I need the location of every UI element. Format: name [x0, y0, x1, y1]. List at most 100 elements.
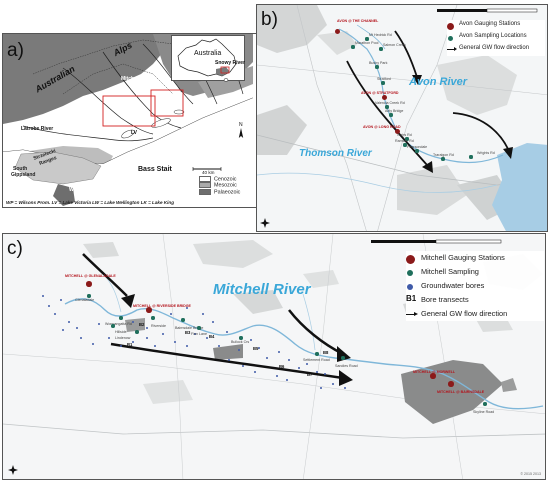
- legend-avon-gauging-label: Avon Gauging Stations: [459, 21, 521, 27]
- panel-c-letter: c): [7, 238, 23, 259]
- groundwater-bore-marker: [211, 320, 215, 324]
- label-wp: WP: [69, 187, 78, 193]
- legend-mitchell-sampling: Mitchell Sampling: [406, 265, 544, 279]
- avon-site-label: Airly Bridge: [385, 109, 404, 113]
- avon-gauging-station-marker: [381, 94, 387, 100]
- groundwater-bore-marker: [153, 344, 157, 348]
- label-snowy-river: Snowy River: [215, 60, 246, 66]
- legend-mitchell-gauging-label: Mitchell Gauging Stations: [421, 253, 505, 262]
- legend-mitchell-gauging: Mitchell Gauging Stations: [406, 251, 544, 265]
- mitchell-site-label: Settlement Road: [303, 358, 330, 362]
- groundwater-bore-marker: [97, 322, 101, 326]
- avon-sampling-marker: [379, 47, 383, 51]
- flow-arrowhead-icon: [414, 312, 418, 316]
- bore-transect-label: B4: [209, 334, 215, 339]
- legend-avon-sampling: Avon Sampling Locations: [447, 32, 545, 44]
- bore-transect-label: B8: [323, 350, 329, 355]
- swatch-mesozoic: [199, 182, 211, 189]
- mitchell-sampling-marker: [315, 352, 319, 356]
- groundwater-bore-dot-icon: [407, 284, 413, 290]
- avon-sampling-marker: [405, 137, 409, 141]
- groundwater-bore-marker: [47, 304, 51, 308]
- bore-transect-symbol: B1: [406, 294, 417, 303]
- avon-sampling-marker: [365, 37, 369, 41]
- mitchell-sampling-marker: [341, 356, 345, 360]
- groundwater-bore-marker: [61, 328, 65, 332]
- legend-cenozoic: Cenozoic: [199, 176, 240, 182]
- groundwater-bore-marker: [79, 336, 83, 340]
- groundwater-bore-marker: [277, 350, 281, 354]
- label-south-gippsland-1: South: [13, 166, 28, 172]
- swatch-cenozoic: [199, 176, 211, 182]
- avon-site-label: Salmon Creek: [383, 43, 406, 47]
- panel-a-geology-map: a) Australia Alps Australian Mitchell Ri…: [2, 33, 257, 208]
- legend-avon-flow: General GW flow direction: [447, 44, 545, 56]
- avon-site-label: Mt Hedrick Rd: [369, 33, 392, 37]
- sampling-location-dot-icon: [448, 36, 453, 41]
- groundwater-bore-marker: [287, 358, 291, 362]
- bore-transect-label: B2: [139, 322, 145, 327]
- avon-sampling-marker: [415, 149, 419, 153]
- legend-groundwater-bores-label: Groundwater bores: [421, 281, 485, 290]
- map-copyright: © 2015 2013: [520, 472, 541, 476]
- bore-transect-label: B7: [307, 372, 313, 377]
- mitchell-site-label: Bairnsdale Bridge: [175, 326, 204, 330]
- flow-arrow-icon: [447, 49, 455, 50]
- label-latrobe-river: Latrobe River: [21, 126, 54, 132]
- legend-palaeozoic-label: Palaeozoic: [214, 189, 241, 196]
- groundwater-bore-marker: [319, 386, 323, 390]
- groundwater-bore-marker: [67, 320, 71, 324]
- label-mitchell-river: Mitchell River: [121, 76, 154, 82]
- label-thomson-river-b: Thomson River: [299, 148, 372, 159]
- mitchell-site-label: Riverside: [151, 324, 166, 328]
- groundwater-bore-marker: [75, 326, 79, 330]
- groundwater-bore-marker: [253, 370, 257, 374]
- bore-transect-label: B1: [127, 342, 133, 347]
- groundwater-bore-marker: [305, 362, 309, 366]
- mitchell-sampling-marker: [135, 330, 139, 334]
- avon-sampling-marker: [375, 65, 379, 69]
- label-tambo-river: Tambo River: [191, 76, 221, 82]
- groundwater-bore-marker: [119, 344, 123, 348]
- legend-avon-sampling-label: Avon Sampling Locations: [459, 33, 527, 39]
- groundwater-bore-marker: [107, 336, 111, 340]
- avon-site-label: AVON @ LONG ROAD: [363, 125, 401, 129]
- groundwater-bore-marker: [193, 332, 197, 336]
- mitchell-site-label: Bullock Crs: [231, 340, 250, 344]
- mitchell-site-label: MITCHELL @ GLENALADALE: [65, 274, 116, 278]
- groundwater-bore-marker: [91, 342, 95, 346]
- mitchell-sampling-marker: [483, 402, 487, 406]
- label-avon-river: Avon River: [409, 76, 468, 88]
- label-bass-strait: Bass Stait: [138, 166, 172, 173]
- legend-cenozoic-label: Cenozoic: [214, 176, 237, 183]
- avon-site-label: AVON @ THE CHANNEL: [337, 19, 379, 23]
- mitchell-site-label: Skyline Road: [473, 410, 495, 414]
- groundwater-bore-marker: [285, 378, 289, 382]
- panel-b-letter: b): [261, 9, 278, 30]
- flow-arrow-icon: [406, 314, 415, 315]
- avon-site-label: AVON @ STRATFORD: [361, 91, 399, 95]
- groundwater-bore-marker: [241, 364, 245, 368]
- avon-site-label: Traralgon Rd: [433, 153, 454, 157]
- groundwater-bore-marker: [323, 372, 327, 376]
- groundwater-bore-marker: [169, 312, 173, 316]
- groundwater-bore-marker: [131, 320, 135, 324]
- groundwater-bore-marker: [315, 370, 319, 374]
- avon-site-label: Valencia Creek Rd: [375, 101, 405, 105]
- mitchell-site-label: MITCHELL @ MORWELL: [413, 370, 456, 374]
- groundwater-bore-marker: [145, 326, 149, 330]
- sampling-location-dot-icon: [407, 270, 413, 276]
- avon-site-label: Stratford: [377, 77, 391, 81]
- groundwater-bore-marker: [185, 344, 189, 348]
- mitchell-site-label: Sandies Road: [335, 364, 358, 368]
- legend-mitchell-sampling-label: Mitchell Sampling: [421, 267, 479, 276]
- mitchell-gauging-station-marker: [448, 381, 454, 387]
- groundwater-bore-marker: [275, 374, 279, 378]
- groundwater-bore-marker: [225, 330, 229, 334]
- mitchell-legend: Mitchell Gauging Stations Mitchell Sampl…: [406, 251, 544, 321]
- groundwater-bore-marker: [331, 382, 335, 386]
- mitchell-sampling-marker: [197, 326, 201, 330]
- avon-sampling-marker: [389, 113, 393, 117]
- gauging-station-dot-icon: [447, 23, 454, 30]
